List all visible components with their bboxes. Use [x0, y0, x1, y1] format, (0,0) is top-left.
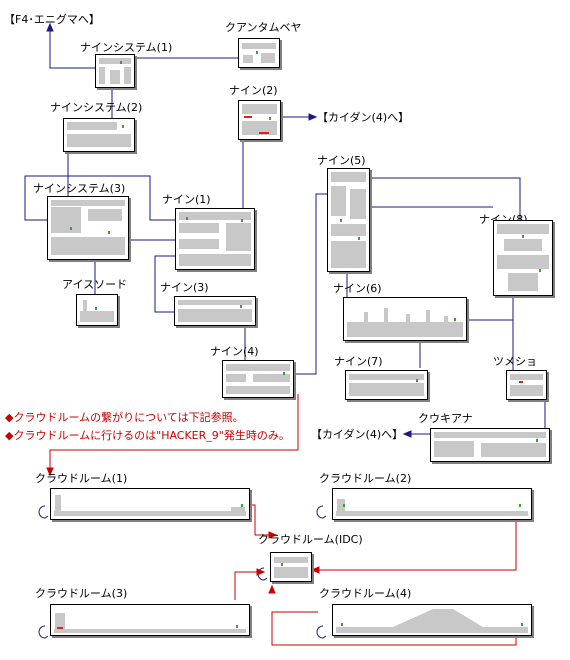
room-nine-8[interactable] [493, 220, 553, 296]
room-nine-system-1[interactable] [95, 54, 135, 88]
room-cloud-3[interactable] [50, 604, 250, 636]
room-cloud-idc[interactable] [270, 552, 312, 582]
cloud-room-1-label: クラウドルーム(1) [35, 472, 128, 485]
cloud-room-idc-label: クラウドルーム(IDC) [258, 533, 363, 546]
nine-4-label: ナイン(4) [210, 345, 259, 358]
to-kaidan-top-label[interactable]: 【カイダン(4)へ】 [317, 111, 410, 124]
cloud-4-terrain [336, 609, 528, 633]
to-kaidan-bottom-label[interactable]: 【カイダン(4)へ】 [311, 428, 404, 441]
cloud-room-2-label: クラウドルーム(2) [319, 472, 412, 485]
note-cloud-condition: ◆クラウドルームに行けるのは"HACKER_9"発生時のみ。 [5, 429, 290, 442]
room-nine-1[interactable] [175, 208, 255, 270]
cloud-room-4-label: クラウドルーム(4) [319, 587, 412, 600]
quantum-room-label: クアンタムベヤ [225, 21, 302, 34]
to-f4-enigma-label[interactable]: 【F4･エニグマへ】 [4, 13, 100, 26]
nine-7-label: ナイン(7) [334, 355, 383, 368]
room-nine-5[interactable] [327, 168, 370, 272]
nine-2-label: ナイン(2) [229, 84, 278, 97]
nine-system-3-label: ナインシステム(3) [33, 182, 126, 195]
room-quantum[interactable] [238, 38, 280, 68]
room-cloud-2[interactable] [332, 488, 532, 520]
room-ice-sword[interactable] [76, 294, 118, 326]
nine-1-label: ナイン(1) [162, 193, 211, 206]
nine-5-label: ナイン(5) [317, 154, 366, 167]
room-kuukiana[interactable] [430, 428, 550, 462]
room-nine-system-3[interactable] [47, 196, 129, 260]
nine-3-label: ナイン(3) [160, 281, 209, 294]
note-cloud-connections: ◆クラウドルームの繋がりについては下記参照。 [5, 411, 244, 424]
room-nine-6[interactable] [343, 297, 467, 341]
kuukiana-label: クウキアナ [418, 412, 473, 425]
room-nine-4[interactable] [222, 360, 294, 398]
room-nine-7[interactable] [345, 370, 428, 400]
nine-system-1-label: ナインシステム(1) [80, 41, 173, 54]
cloud-room-3-label: クラウドルーム(3) [35, 587, 128, 600]
tsumesho-label: ツメショ [493, 355, 537, 368]
nine-6-label: ナイン(6) [333, 282, 382, 295]
ice-sword-label: アイスソード [62, 278, 128, 291]
room-cloud-1[interactable] [50, 488, 250, 520]
room-nine-system-2[interactable] [63, 118, 135, 152]
room-cloud-4[interactable] [332, 604, 532, 636]
nine-system-2-label: ナインシステム(2) [50, 101, 143, 114]
room-nine-3[interactable] [174, 296, 256, 326]
room-nine-2[interactable] [238, 100, 281, 140]
room-tsumesho[interactable] [506, 370, 547, 400]
